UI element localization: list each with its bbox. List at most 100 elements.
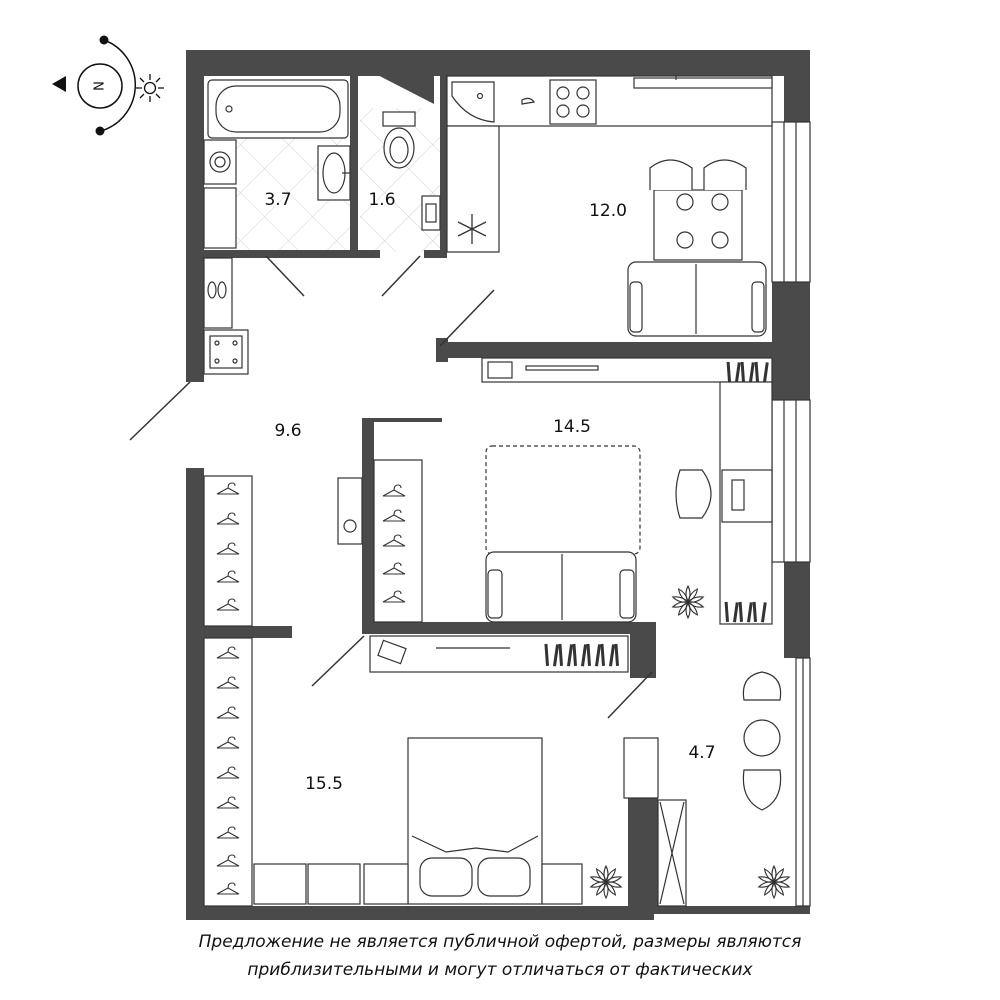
hanger-icon <box>216 482 240 495</box>
dresser-1 <box>253 863 307 905</box>
living-window <box>771 399 811 563</box>
balcony-storage <box>623 737 659 799</box>
sofa-bed-outline <box>485 445 641 555</box>
book-icon <box>544 643 549 667</box>
book-icon <box>558 643 563 667</box>
hanger-icon <box>216 826 240 839</box>
book-icon <box>740 361 745 382</box>
hangers <box>216 482 406 895</box>
toilet-area-label: 1.6 <box>368 190 395 210</box>
toilet-tank-icon <box>382 111 416 127</box>
doors <box>129 70 653 719</box>
hanger-icon <box>216 766 240 779</box>
balcony-area-label: 4.7 <box>688 743 715 763</box>
dining-chair-2 <box>703 159 747 190</box>
office-chair <box>675 469 712 519</box>
disclaimer: Предложение не является публичной оферто… <box>0 928 1000 984</box>
hood-icon <box>633 77 773 89</box>
pillow-right <box>477 857 531 897</box>
living-bottom-shelf <box>369 635 629 673</box>
living-furniture <box>369 357 773 673</box>
hanger-icon <box>382 509 406 522</box>
hallway-furniture <box>203 257 423 907</box>
entrance-door <box>129 381 191 441</box>
book-icon <box>738 601 743 622</box>
plant-icon <box>589 584 791 900</box>
living-door <box>311 635 365 687</box>
compass: N <box>52 35 164 136</box>
bathroom-area-label: 3.7 <box>264 190 291 210</box>
book-icon <box>733 602 739 623</box>
bedroom-area-label: 15.5 <box>305 774 343 794</box>
book-icon <box>747 602 753 623</box>
toilet-door <box>381 255 421 297</box>
living-room-area-label: 14.5 <box>553 417 591 437</box>
corner-sink-icon <box>451 81 495 123</box>
book-icon <box>752 601 757 622</box>
sun-icon <box>136 74 164 102</box>
book-icon <box>586 643 591 667</box>
compass-north-label: N <box>93 81 108 91</box>
kitchen-area-label: 12.0 <box>589 201 627 221</box>
cooktop-icon <box>549 79 597 125</box>
book-icon <box>553 644 560 667</box>
compass-dot-top <box>99 35 109 45</box>
hanger-icon <box>216 854 240 867</box>
book-icon <box>749 362 755 383</box>
book-icon <box>724 601 729 622</box>
book-icon <box>581 644 588 667</box>
bathroom-fixtures <box>203 79 351 249</box>
compass-arrow-icon <box>52 76 66 92</box>
hanger-icon <box>382 534 406 547</box>
compass-arc <box>103 39 136 131</box>
balcony-chair-2 <box>742 769 782 811</box>
hanger-icon <box>216 882 240 895</box>
windows <box>771 121 811 907</box>
kitchen-door <box>439 289 495 347</box>
mirror-shelf <box>337 477 363 545</box>
kitchen-furniture <box>446 75 773 337</box>
book-icon <box>609 644 616 667</box>
tablet-icon <box>377 639 407 665</box>
nightstand-left <box>363 863 409 905</box>
hanger-icon <box>216 570 240 583</box>
books <box>544 361 769 667</box>
hanger-icon <box>216 646 240 659</box>
balcony-table-icon <box>743 719 781 757</box>
living-sofa <box>485 551 637 623</box>
desk <box>721 469 773 523</box>
book-icon <box>726 361 731 382</box>
balcony-furniture <box>623 671 782 907</box>
book-icon <box>761 602 767 623</box>
book-icon <box>754 361 759 382</box>
book-icon <box>735 362 741 383</box>
hanger-icon <box>216 706 240 719</box>
pillow-left <box>419 857 473 897</box>
book-icon <box>600 643 605 667</box>
hallway-area-label: 9.6 <box>274 421 301 441</box>
hanger-icon <box>382 590 406 603</box>
bed-blanket <box>411 835 539 853</box>
kettle-icon <box>521 97 536 105</box>
hanger-icon <box>216 598 240 611</box>
compass-circle <box>77 63 123 109</box>
snowflake-icon <box>457 214 487 244</box>
hanger-icon <box>382 484 406 497</box>
hanger-icon <box>216 512 240 525</box>
book-icon <box>567 644 574 667</box>
dining-table <box>653 189 743 261</box>
dining-chair-1 <box>649 159 693 190</box>
dresser-2 <box>307 863 361 905</box>
book-icon <box>572 643 577 667</box>
wall-wardrobe <box>373 459 423 623</box>
book-icon <box>614 643 619 667</box>
hanger-icon <box>216 736 240 749</box>
walls <box>186 50 810 920</box>
kitchen-window <box>771 121 811 283</box>
kitchen-sofa <box>627 261 767 337</box>
hanger-icon <box>382 562 406 575</box>
nightstand-right <box>541 863 583 905</box>
disclaimer-line-1: Предложение не является публичной оферто… <box>198 932 802 952</box>
hanger-icon <box>216 542 240 555</box>
